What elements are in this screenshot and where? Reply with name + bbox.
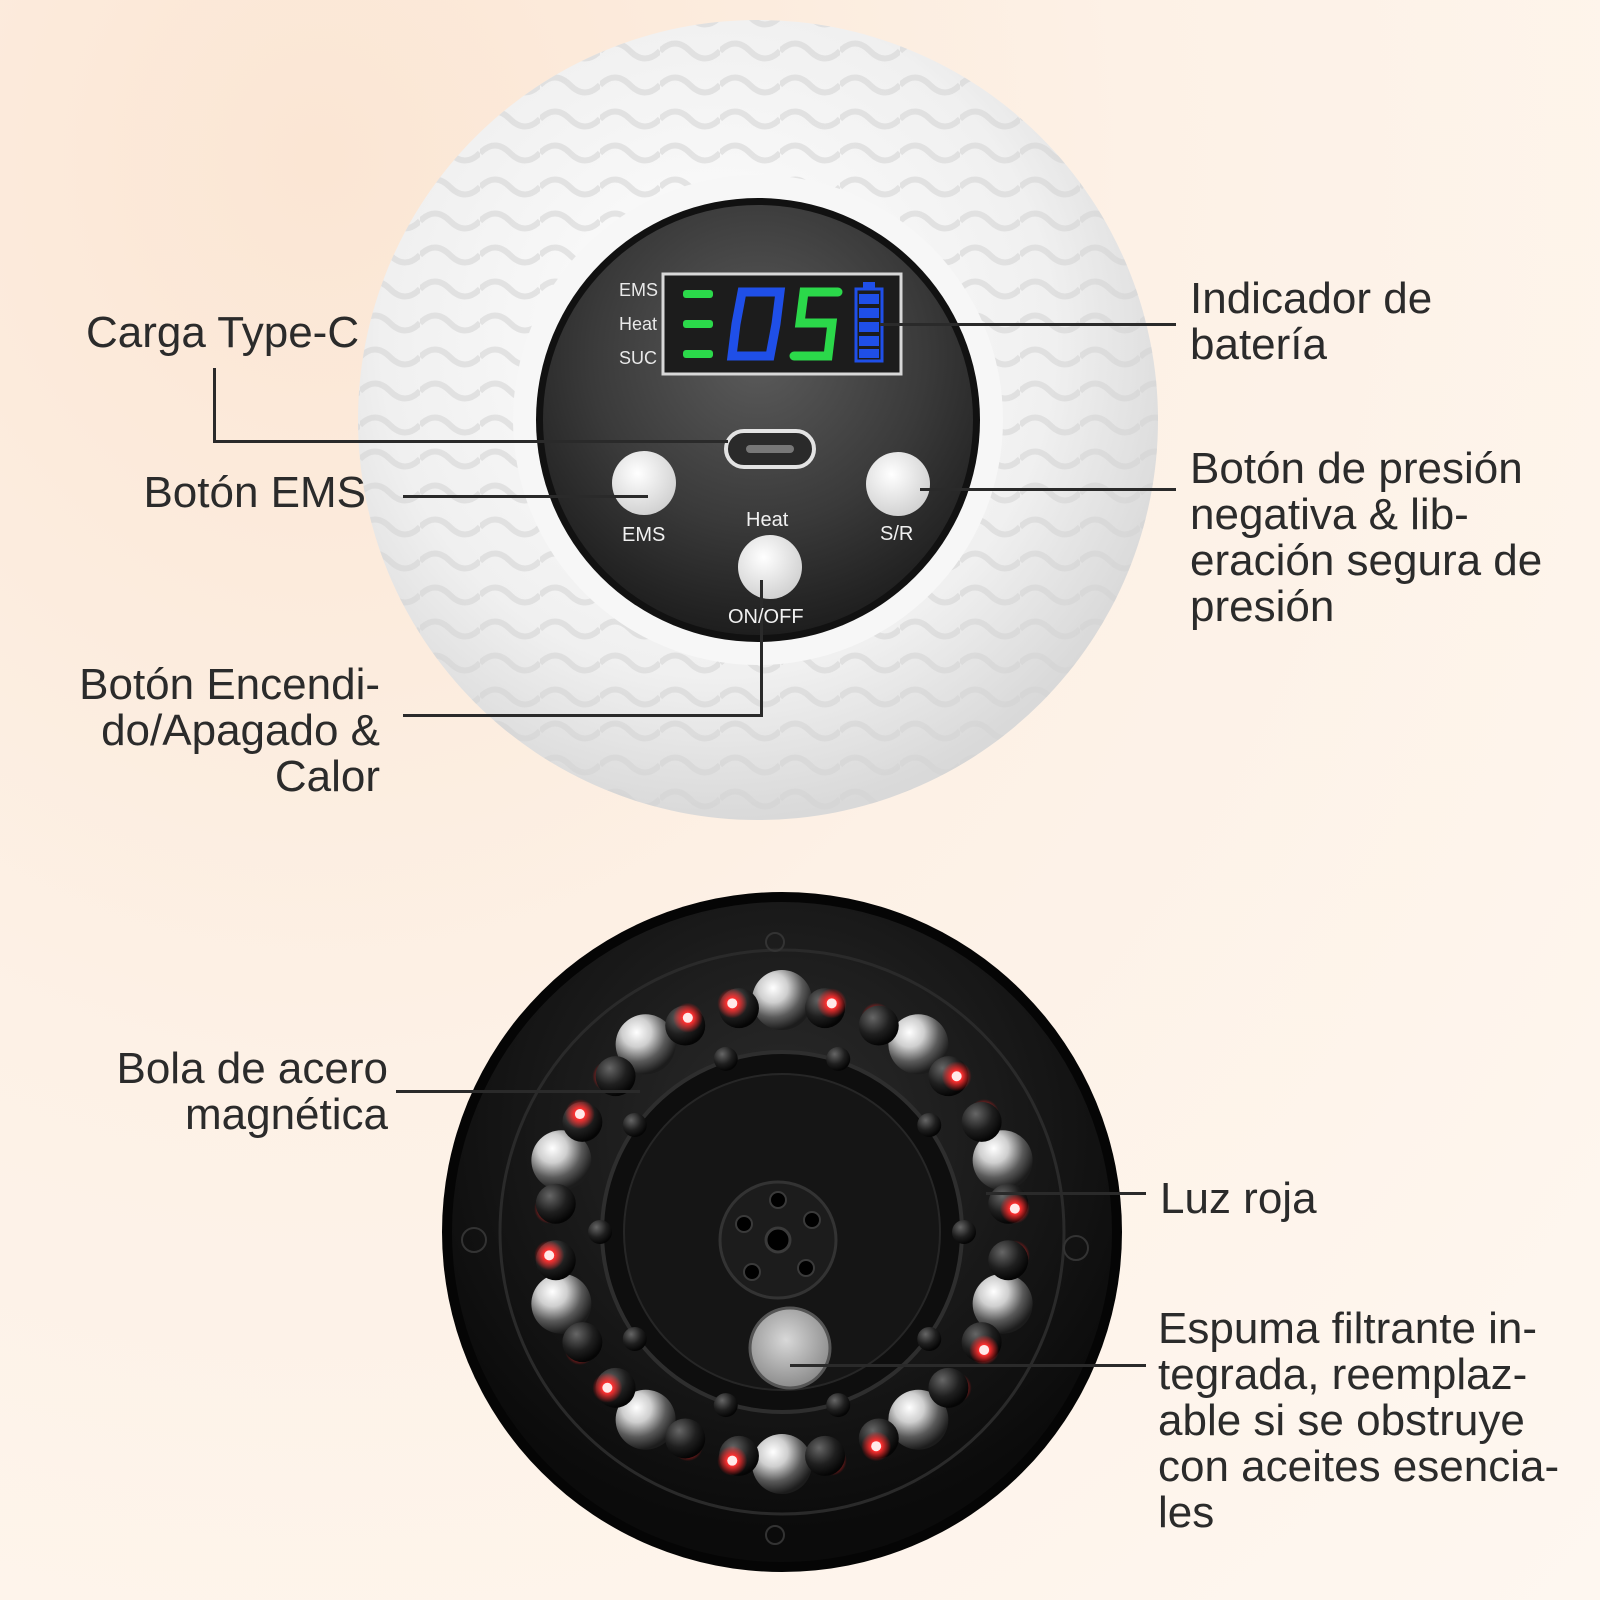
red-led: [979, 1344, 990, 1355]
callout-filter-foam: Espuma filtrante in- tegrada, reemplaz- …: [1158, 1304, 1560, 1537]
callout-red-light: Luz roja: [1160, 1174, 1317, 1223]
callout-ems-button: Botón EMS: [143, 468, 366, 517]
lcd-mode-bars: [683, 290, 713, 358]
red-led: [574, 1109, 585, 1120]
black-ball: [928, 1367, 969, 1408]
inner-ball: [952, 1220, 976, 1244]
lcd-label-ems: EMS: [619, 280, 659, 300]
steel-ball: [752, 1434, 812, 1494]
callout-power-button: Botón Encendi- do/Apagado & Calor: [79, 660, 380, 801]
inner-ball: [713, 1393, 738, 1418]
callout-battery: Indicador de batería: [1190, 274, 1433, 369]
leader-red-light: [986, 1192, 1146, 1195]
steel-ball: [531, 1273, 592, 1334]
inner-ball: [826, 1046, 851, 1071]
inner-ball: [622, 1326, 647, 1351]
steel-ball: [531, 1130, 592, 1191]
inner-ball: [917, 1113, 942, 1138]
onoff-button-label: ON/OFF: [728, 606, 804, 628]
red-led: [682, 1012, 693, 1023]
steel-ball: [615, 1014, 676, 1075]
leader-power-h: [403, 714, 763, 717]
ems-button-label: EMS: [622, 524, 666, 546]
black-ball: [988, 1240, 1029, 1281]
filter-foam: [748, 1306, 832, 1390]
red-led: [727, 1455, 738, 1466]
leader-type-c-v: [213, 368, 216, 442]
steel-ball: [888, 1389, 949, 1450]
steel-ball: [888, 1014, 949, 1075]
red-led: [951, 1071, 962, 1082]
red-led: [1009, 1203, 1020, 1214]
black-ball: [961, 1101, 1002, 1142]
sr-button-label: S/R: [880, 523, 914, 545]
bottom-device: [442, 892, 1122, 1572]
heat-button-label: Heat: [746, 509, 789, 531]
steel-ball: [972, 1273, 1033, 1334]
lcd-digit-0: [726, 287, 786, 361]
leader-power-v: [760, 580, 763, 717]
callout-steel-ball: Bola de acero magnética: [116, 1044, 388, 1139]
inner-ball: [713, 1046, 738, 1071]
sr-button[interactable]: [866, 452, 930, 516]
steel-ball: [752, 970, 812, 1030]
red-led: [544, 1250, 555, 1261]
red-led: [602, 1382, 613, 1393]
inner-ball: [826, 1393, 851, 1418]
black-ball: [665, 1418, 706, 1459]
leader-ems: [403, 495, 648, 498]
inner-ball: [588, 1220, 612, 1244]
ems-button[interactable]: [612, 451, 676, 515]
black-ball: [805, 1435, 846, 1476]
lcd-label-heat: Heat: [619, 314, 658, 334]
black-ball: [535, 1183, 576, 1224]
red-led: [871, 1441, 882, 1452]
red-led: [826, 998, 837, 1009]
inner-ball: [917, 1326, 942, 1351]
leader-type-c-h: [213, 440, 728, 443]
callout-type-c: Carga Type-C: [86, 308, 360, 357]
black-ball: [595, 1056, 636, 1097]
red-led: [727, 998, 738, 1009]
steel-ball: [972, 1130, 1033, 1191]
black-ball: [858, 1005, 899, 1046]
leader-filter: [790, 1364, 1146, 1367]
leader-steel-ball: [396, 1090, 640, 1093]
black-ball: [562, 1322, 603, 1363]
leader-pressure: [920, 488, 1176, 491]
inner-ball: [622, 1113, 647, 1138]
lcd-digit-5: [789, 287, 843, 361]
top-device: [358, 20, 1158, 820]
lcd-label-suc: SUC: [619, 348, 658, 368]
steel-ball: [615, 1389, 676, 1450]
onoff-button[interactable]: [738, 535, 802, 599]
leader-battery: [880, 323, 1176, 326]
callout-pressure-button: Botón de presión negativa & lib- eración…: [1190, 444, 1543, 631]
